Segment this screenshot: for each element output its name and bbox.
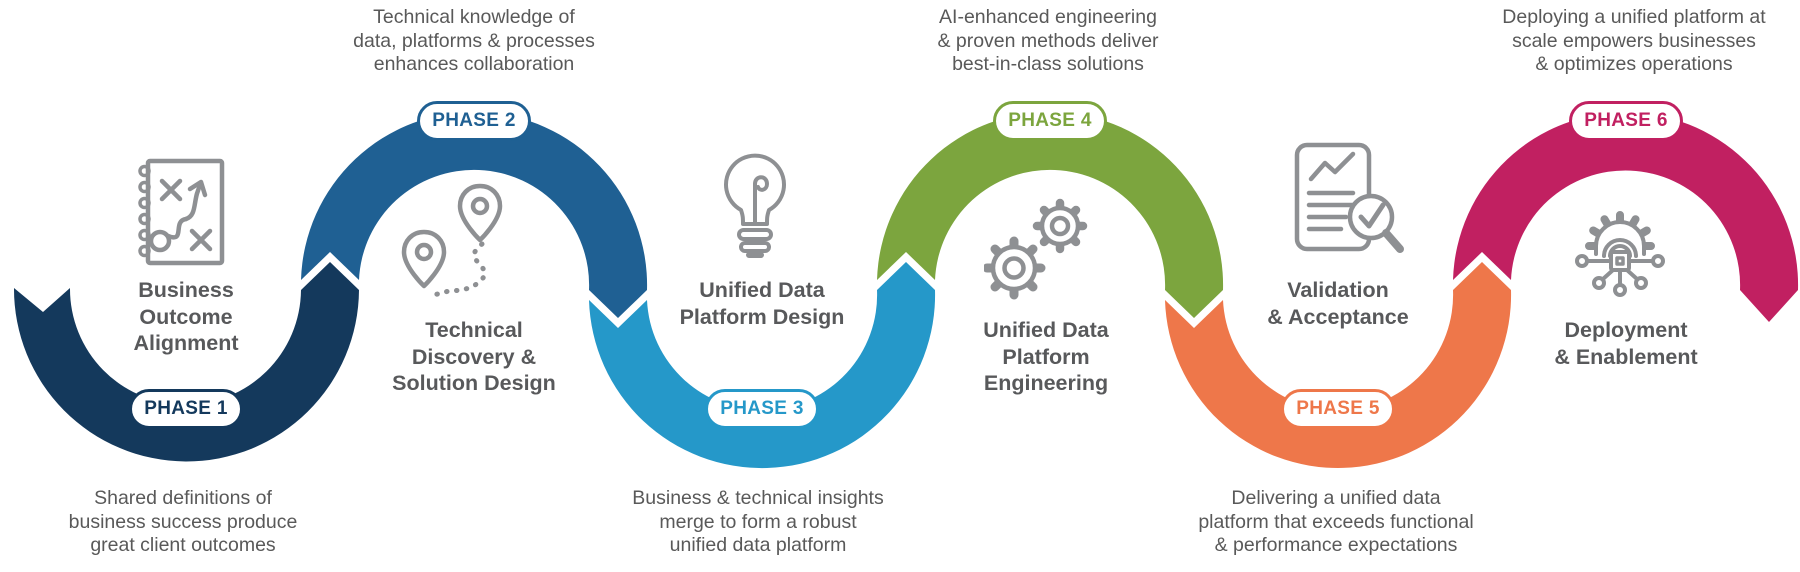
phase-3-title: Unified Data Platform Design <box>679 278 845 329</box>
phase-5-title: Validation & Acceptance <box>1267 278 1409 329</box>
phase-1-caption: Shared definitions of business success p… <box>68 487 298 556</box>
ribbon-phase-6 <box>1453 112 1799 322</box>
phase-6-caption: Deploying a unified platform at scale em… <box>1502 6 1766 75</box>
route-map-pins-icon <box>401 183 503 300</box>
lightbulb-icon <box>724 153 786 258</box>
phase-6-badge: PHASE 6 <box>1569 101 1683 141</box>
phase-4-title: Unified Data Platform Engineering <box>983 318 1109 395</box>
report-magnifier-check-icon <box>1294 142 1404 253</box>
ribbon-phase-1 <box>13 262 360 462</box>
phase-1-title: Business Outcome Alignment <box>133 278 239 355</box>
phase-4-badge: PHASE 4 <box>993 101 1107 141</box>
ribbon-phase-2 <box>301 111 648 318</box>
strategy-notebook-icon <box>138 158 225 266</box>
phase-2-caption: Technical knowledge of data, platforms &… <box>353 6 595 75</box>
phase-4-caption: AI-enhanced engineering & proven methods… <box>937 6 1159 75</box>
phase-2-title: Technical Discovery & Solution Design <box>392 318 556 395</box>
phase-6-title: Deployment & Enablement <box>1554 318 1698 369</box>
gear-chip-network-icon <box>1575 211 1665 297</box>
ribbon-phase-4 <box>877 112 1224 318</box>
phase-5-badge: PHASE 5 <box>1281 389 1395 429</box>
phase-2-badge: PHASE 2 <box>417 101 531 141</box>
ribbon-phase-5 <box>1165 262 1512 468</box>
phase-1-badge: PHASE 1 <box>129 389 243 429</box>
phase-3-badge: PHASE 3 <box>705 389 819 429</box>
phase-5-caption: Delivering a unified data platform that … <box>1198 487 1474 556</box>
ribbon-phase-3 <box>589 262 936 469</box>
phase-3-caption: Business & technical insights merge to f… <box>632 487 884 556</box>
gears-icon <box>984 198 1088 300</box>
